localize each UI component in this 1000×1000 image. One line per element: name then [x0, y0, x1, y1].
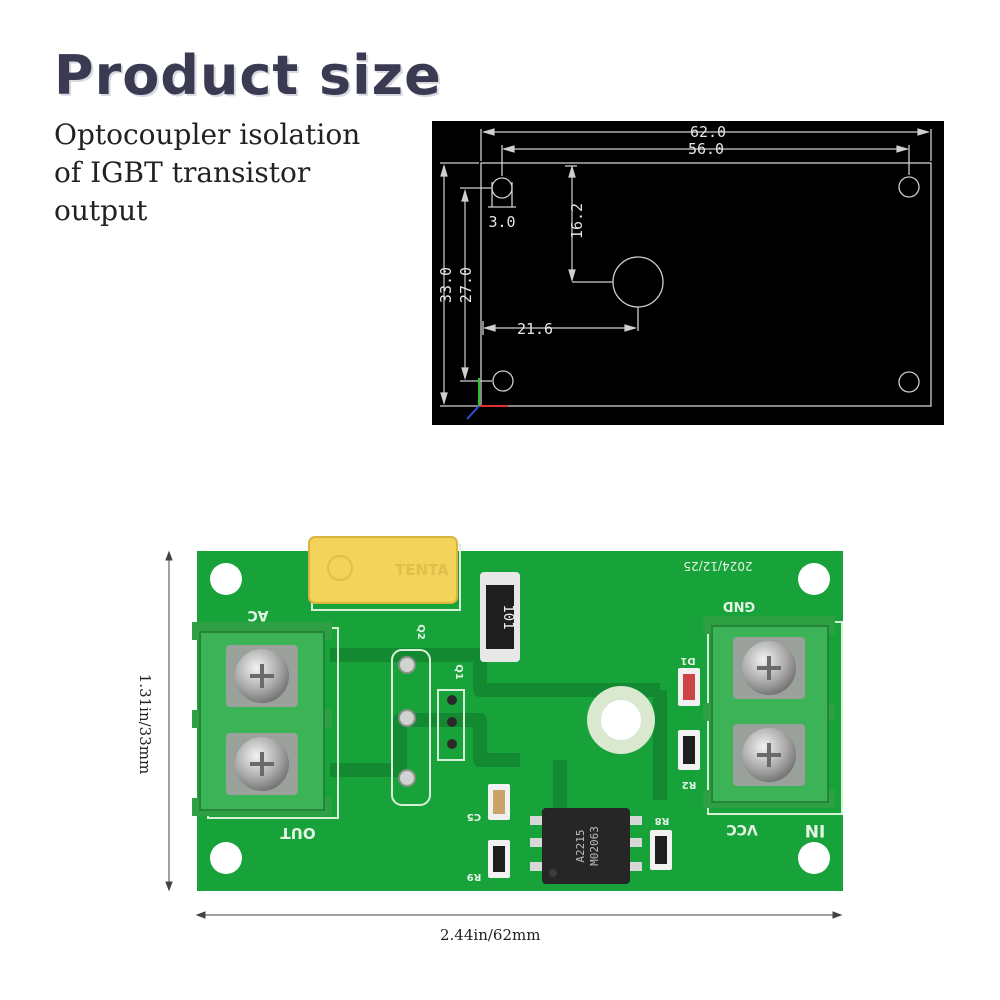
yellow-capacitor — [308, 536, 458, 604]
date-code: 2024/12/25 — [683, 559, 752, 573]
width-dimension-label: 2.44in/62mm — [440, 926, 541, 944]
subtitle-line-2: of IGBT transistor — [54, 156, 311, 189]
dim-62: 62.0 — [690, 123, 726, 141]
board-photo: TENTA 2024/12/25 101 A2215 M02063 AC — [165, 536, 843, 919]
label-q1: Q1 — [453, 664, 464, 680]
dim-56: 56.0 — [688, 140, 724, 158]
pcb-hole-top-left — [210, 563, 242, 595]
board-outline — [480, 162, 932, 407]
terminal-block-right — [703, 616, 835, 808]
capacitor-brand: TENTA — [395, 561, 449, 579]
label-r2: R2 — [682, 779, 697, 790]
pcb-hole-bottom-right — [798, 842, 830, 874]
resistor-code: 101 — [500, 604, 516, 629]
origin-axis-icon — [466, 378, 508, 420]
label-d1: D1 — [680, 655, 695, 666]
label-vcc: VCC — [726, 821, 757, 837]
label-r9: R9 — [467, 871, 482, 882]
label-c5: C5 — [467, 811, 481, 822]
opto-marking-2: M02063 — [588, 826, 601, 866]
label-out: OUT — [280, 824, 316, 842]
q1-pads — [447, 695, 457, 749]
mount-hole-bottom-right — [898, 371, 920, 393]
q2-pads — [398, 656, 416, 787]
label-r8: R8 — [655, 815, 670, 826]
dim-27: 27.0 — [457, 267, 475, 303]
page-title: Product size — [54, 44, 442, 107]
pcb-hole-top-right — [798, 563, 830, 595]
capacitor-logo — [327, 555, 353, 581]
dim-33: 33.0 — [437, 267, 455, 303]
optocoupler-chip: A2215 M02063 — [530, 808, 642, 884]
label-q2: Q2 — [415, 624, 426, 640]
opto-marking-1: A2215 — [574, 829, 587, 862]
label-ac: AC — [247, 607, 268, 623]
drawing-background — [432, 121, 944, 425]
subtitle-line-1: Optocoupler isolation — [54, 118, 361, 151]
dim-16-2: 16.2 — [568, 203, 586, 239]
label-gnd: GND — [723, 598, 756, 613]
height-dimension-label: 1.31in/33mm — [136, 673, 154, 775]
terminal-block-left — [192, 622, 332, 816]
center-hole-photo — [601, 700, 641, 740]
label-in: IN — [805, 820, 826, 840]
dim-3: 3.0 — [488, 213, 515, 231]
dimension-drawing: 62.0 56.0 3.0 21.6 33.0 27.0 16.2 — [432, 121, 944, 425]
dim-21-6: 21.6 — [517, 320, 553, 338]
pcb-hole-bottom-left — [210, 842, 242, 874]
subtitle-line-3: output — [54, 194, 148, 227]
mount-hole-top-right — [898, 176, 920, 198]
product-description: Optocoupler isolation of IGBT transistor… — [54, 116, 414, 230]
mount-hole-bottom-left — [492, 370, 514, 392]
